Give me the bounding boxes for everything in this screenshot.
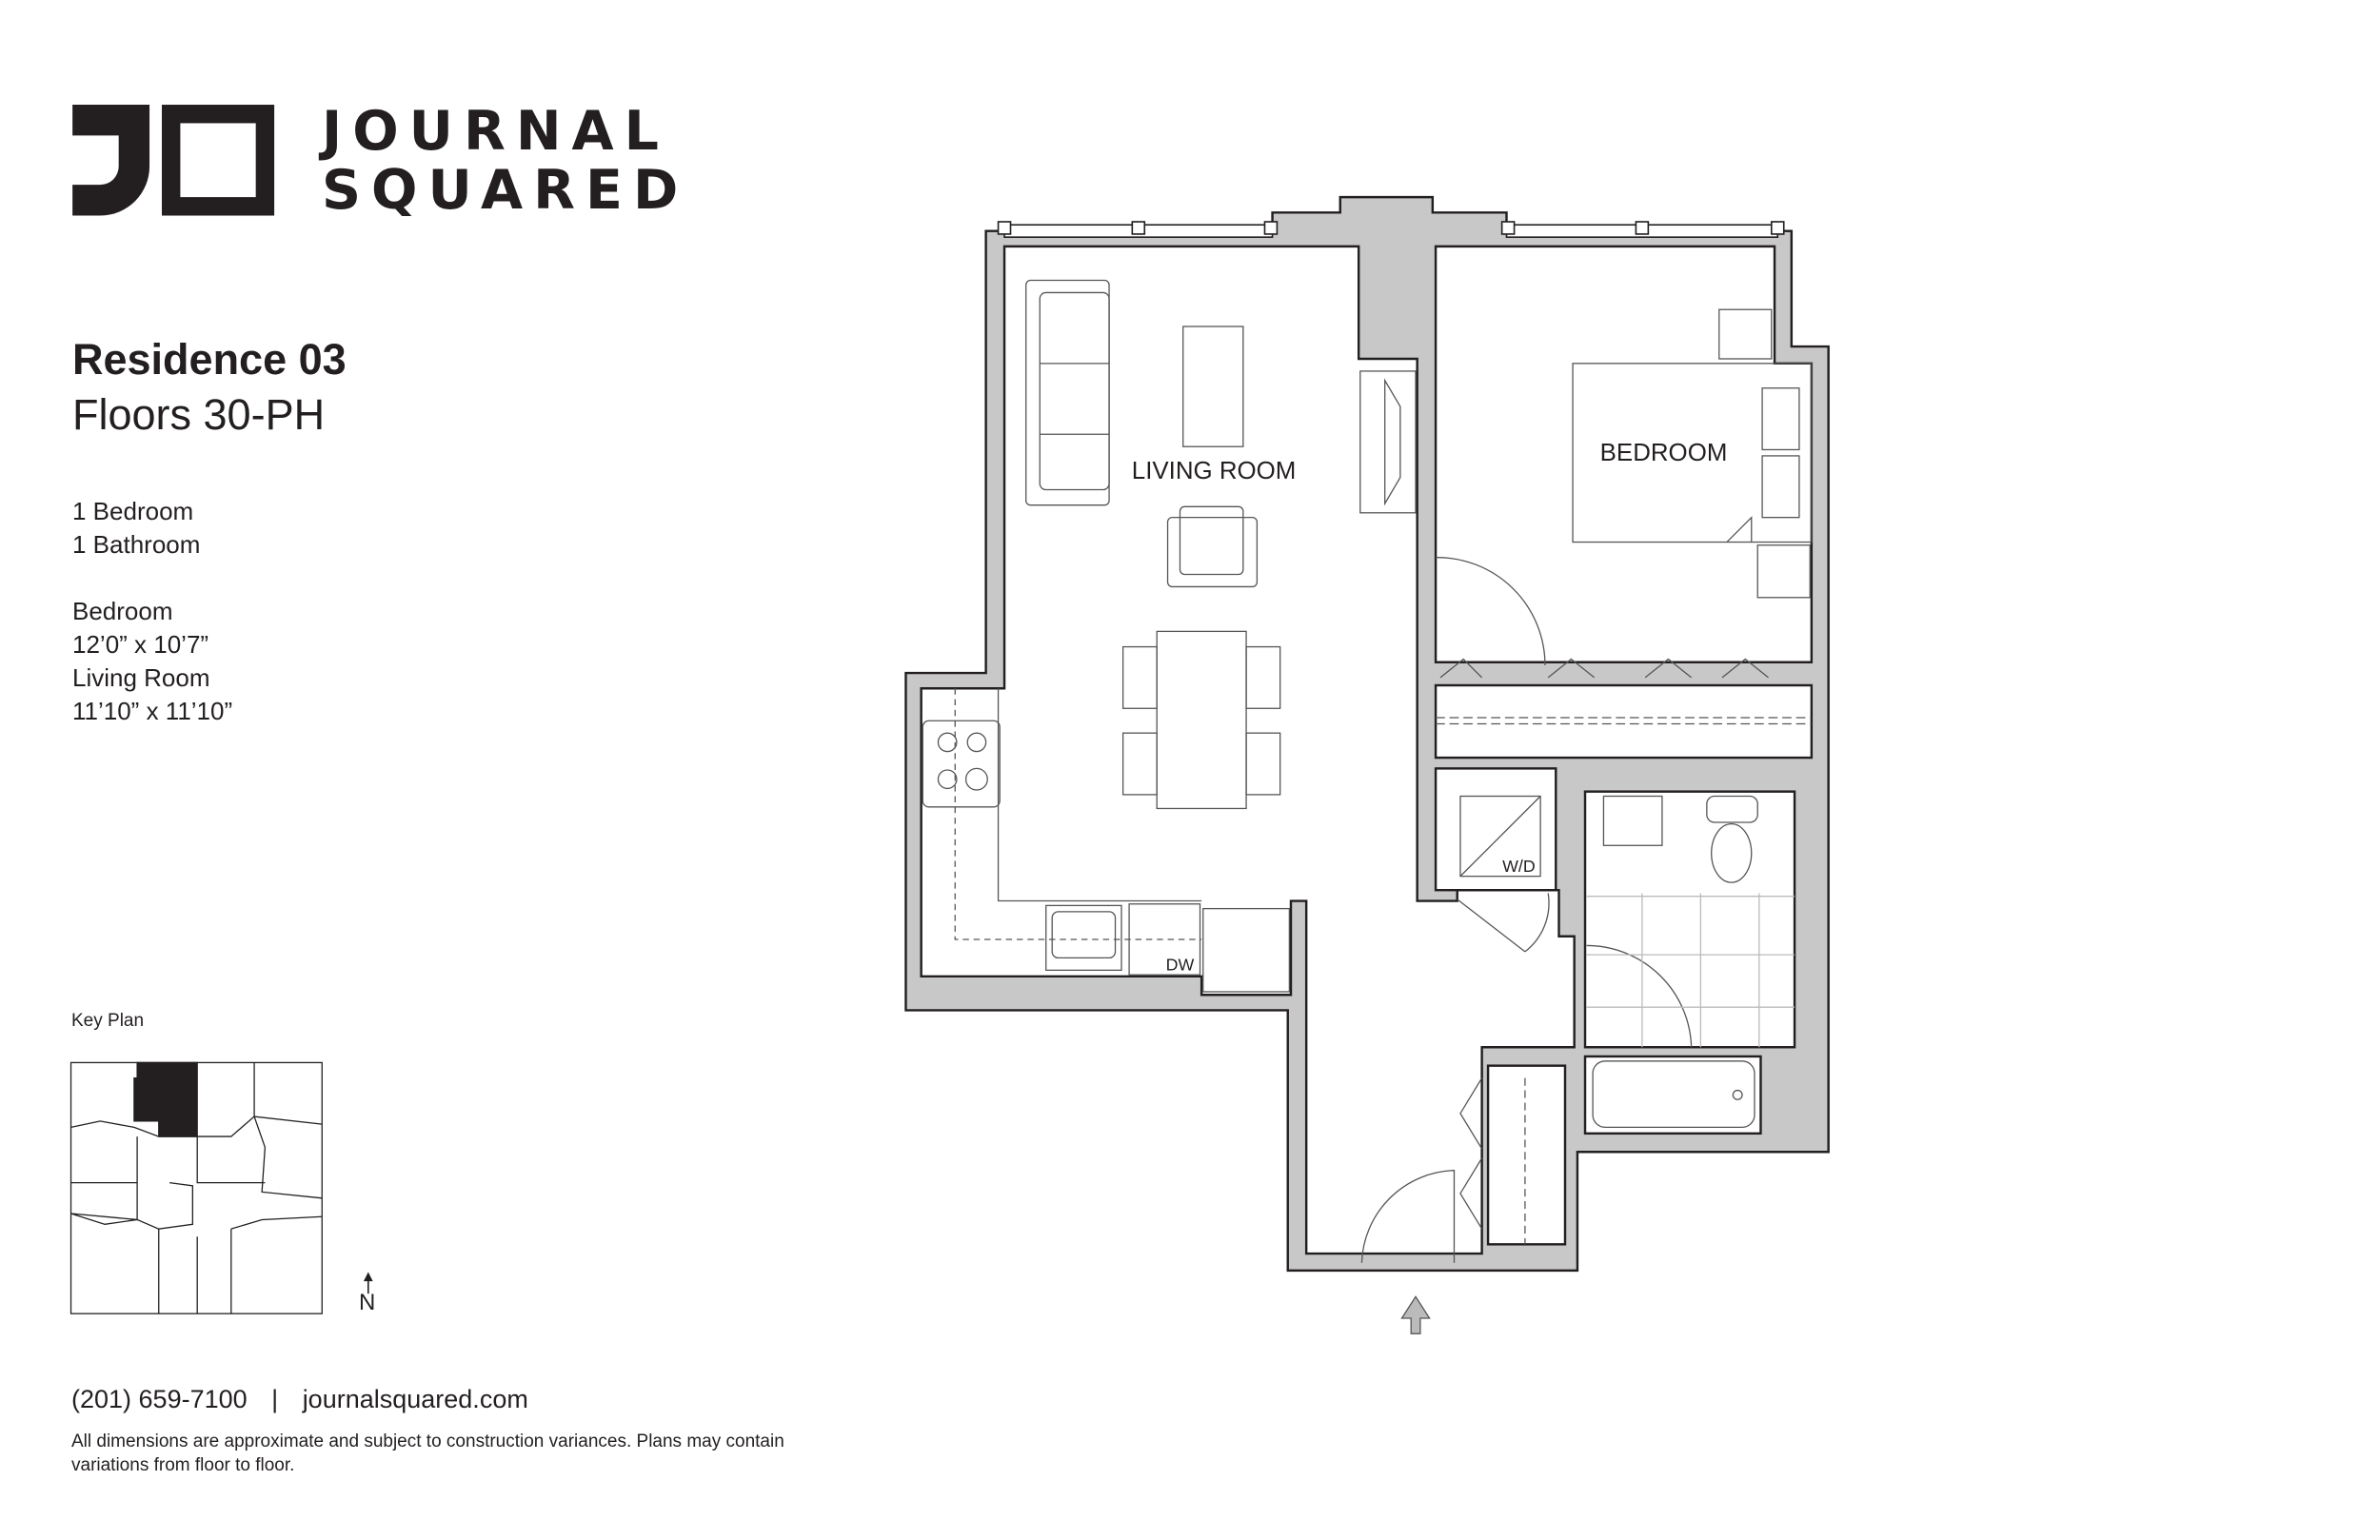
key-plan-map [69, 1061, 323, 1314]
windows [997, 221, 1785, 238]
sink [1045, 904, 1122, 971]
sofa [1025, 279, 1110, 506]
brand-name-line2: SQUARED [322, 159, 689, 222]
spec-bedroom-label: Bedroom [72, 597, 173, 625]
label-bedroom: BEDROOM [1600, 440, 1728, 466]
counter-line [997, 688, 1202, 902]
entry-arrow-icon [1400, 1295, 1431, 1334]
entry-door-swing [1360, 1170, 1456, 1263]
tile-lines [1586, 893, 1795, 1048]
spec-bedroom-dims: 12’0” x 10’7” [72, 630, 209, 659]
separator: | [271, 1385, 279, 1413]
brand-name-line1: JOURNAL [322, 100, 669, 163]
label-living-room: LIVING ROOM [1132, 458, 1297, 484]
north-arrow-icon [363, 1272, 373, 1294]
disclaimer: All dimensions are approximate and subje… [71, 1430, 784, 1477]
spec-bathrooms: 1 Bathroom [72, 530, 201, 559]
refrigerator [1202, 907, 1291, 993]
stove [922, 720, 1001, 808]
bed [1572, 363, 1813, 543]
contact-line: (201) 659-7100 | journalsquared.com [71, 1385, 528, 1414]
toilet [1706, 795, 1758, 883]
bath-door-swing [1586, 944, 1693, 1048]
key-plan-label: Key Plan [71, 1011, 145, 1031]
bathtub [1592, 1060, 1755, 1129]
residence-title: Residence 03 [72, 335, 347, 384]
residence-floors: Floors 30-PH [72, 390, 326, 439]
nightstand [1718, 308, 1773, 360]
walls [904, 195, 1830, 1273]
nightstand [1756, 544, 1811, 599]
coffee-table [1182, 326, 1244, 447]
disclaimer-line-1: All dimensions are approximate and subje… [71, 1431, 784, 1451]
closet-rod [1436, 717, 1812, 725]
dining-table [1121, 630, 1281, 810]
north-label: N [359, 1290, 376, 1315]
dishwasher [1128, 903, 1201, 976]
phone-number: (201) 659-7100 [71, 1385, 248, 1413]
armchair [1166, 505, 1259, 588]
washer-dryer [1459, 795, 1541, 878]
label-dishwasher: DW [1166, 955, 1195, 974]
spec-living-dims: 11’10” x 11’10” [72, 697, 233, 725]
bathroom-sink [1602, 795, 1663, 846]
spec-living-label: Living Room [72, 663, 210, 692]
counter-dashed [954, 688, 1202, 940]
unit-specs: 1 Bedroom 1 Bathroom Bedroom 12’0” x 10’… [72, 495, 232, 728]
wd-door-swing [1457, 893, 1550, 953]
logo-mark [72, 105, 275, 216]
bedroom-door-swing [1436, 557, 1546, 665]
website-link[interactable]: journalsquared.com [302, 1385, 528, 1413]
tv-console [1359, 370, 1417, 514]
label-washer-dryer: W/D [1502, 857, 1536, 876]
entry-closet-doors [1459, 1077, 1483, 1230]
closet-doors [1439, 658, 1769, 679]
disclaimer-line-2: variations from floor to floor. [71, 1455, 295, 1475]
spec-bedrooms: 1 Bedroom [72, 497, 194, 525]
